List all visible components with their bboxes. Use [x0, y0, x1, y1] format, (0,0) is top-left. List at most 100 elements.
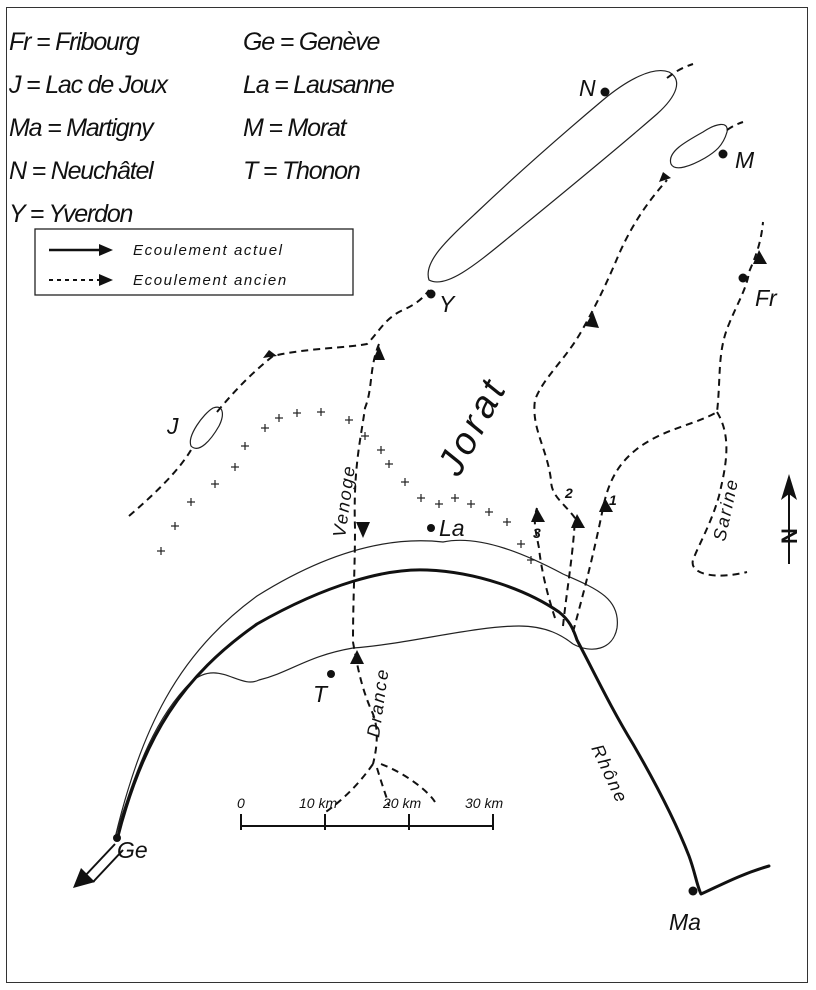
- label-martigny: Ma: [669, 909, 701, 935]
- drance-tributary-center: [376, 767, 390, 807]
- lake-leman-south-shore: [114, 625, 574, 839]
- ancient-flow-venoge: [352, 343, 380, 643]
- cross-mark: [517, 540, 525, 548]
- cross-mark: [157, 547, 165, 555]
- abbreviation-j: J = Lac de Joux: [8, 71, 170, 99]
- ancient-flow-joux-north: [216, 289, 430, 413]
- cross-mark: [345, 416, 353, 424]
- label-fribourg: Fr: [755, 285, 778, 311]
- abbreviation-ma: Ma = Martigny: [9, 114, 155, 142]
- legend: Ecoulement actuel Ecoulement ancien: [34, 228, 354, 296]
- cross-mark: [485, 508, 493, 516]
- arrow-morat-icon: [659, 172, 671, 182]
- drance-tributary-east: [380, 763, 436, 803]
- label-yverdon: Y: [439, 291, 456, 317]
- cross-mark: [385, 460, 393, 468]
- north-label: N: [777, 528, 802, 544]
- rhone-current-flow: [115, 568, 771, 896]
- town-dot-yverdon: [426, 289, 436, 299]
- map-frame: Fr = Fribourg Ge = Genève J = Lac de Jou…: [6, 7, 808, 983]
- ancient-flow-neuchatel-exit: [666, 63, 694, 79]
- scale-tick-20: 20 km: [382, 795, 421, 811]
- north-arrow: N: [777, 474, 802, 564]
- label-channel-2: 2: [564, 485, 573, 501]
- ancient-flow-sarine: [691, 411, 748, 577]
- abbreviation-fr: Fr = Fribourg: [9, 28, 140, 56]
- arrow-venoge-north-icon: [373, 346, 385, 360]
- town-dot-neuchatel: [600, 87, 610, 97]
- legend-solid-arrow-icon: [99, 244, 113, 256]
- cross-mark: [187, 498, 195, 506]
- ancient-flow-drance: [352, 641, 378, 765]
- scale-tick-0: 0: [237, 795, 245, 811]
- arrow-fribourg-icon: [753, 250, 767, 264]
- label-channel-1: 1: [609, 492, 617, 508]
- cross-mark: [451, 494, 459, 502]
- legend-box: [34, 228, 354, 296]
- abbreviation-la: La = Lausanne: [243, 71, 394, 99]
- ancient-flow-channel-2: [533, 179, 668, 627]
- lake-morat: [669, 123, 728, 169]
- cross-mark: [377, 446, 385, 454]
- label-lausanne: La: [439, 515, 465, 541]
- abbreviation-ge: Ge = Genève: [243, 28, 379, 56]
- label-thonon: T: [313, 681, 329, 707]
- lake-leman-north-shore: [114, 539, 618, 839]
- cross-mark: [417, 494, 425, 502]
- arrow-channel-2-north-icon: [585, 312, 599, 328]
- label-lac-de-joux: J: [166, 413, 179, 439]
- cross-mark: [211, 480, 219, 488]
- abbreviation-m: M = Morat: [243, 114, 348, 142]
- cross-mark: [231, 463, 239, 471]
- scale-bar: 0 10 km 20 km 30 km: [237, 795, 503, 830]
- lake-neuchatel: [427, 70, 678, 283]
- label-morat: M: [735, 147, 755, 173]
- scale-tick-30: 30 km: [465, 795, 503, 811]
- cross-mark: [435, 500, 443, 508]
- legend-dashed-arrow-icon: [99, 274, 113, 286]
- cross-mark: [503, 518, 511, 526]
- abbreviation-y: Y = Yverdon: [9, 200, 133, 228]
- ancient-flow-morat-exit: [726, 121, 744, 131]
- arrow-drance-icon: [350, 650, 364, 664]
- town-dot-fribourg: [738, 273, 748, 283]
- moraine-crosses: [157, 408, 535, 564]
- cross-mark: [171, 522, 179, 530]
- cross-mark: [275, 414, 283, 422]
- label-jorat: Jorat: [429, 370, 516, 483]
- cross-mark: [401, 478, 409, 486]
- scale-tick-10: 10 km: [299, 795, 337, 811]
- ancient-flow-channel-1: [572, 221, 764, 633]
- town-dot-geneve: [113, 834, 121, 842]
- cross-mark: [293, 409, 301, 417]
- town-dot-morat: [718, 149, 728, 159]
- town-dot-thonon: [327, 670, 335, 678]
- north-arrow-icon: [781, 474, 797, 500]
- label-channel-3: 3: [533, 525, 541, 541]
- cross-mark: [317, 408, 325, 416]
- lake-joux: [189, 406, 223, 449]
- label-geneve: Ge: [117, 837, 148, 863]
- label-drance: Drance: [363, 666, 393, 738]
- cross-mark: [241, 442, 249, 450]
- legend-current-label: Ecoulement actuel: [133, 242, 284, 259]
- abbreviation-list: Fr = Fribourg Ge = Genève J = Lac de Jou…: [8, 28, 395, 228]
- abbreviation-t: T = Thonon: [243, 157, 360, 185]
- label-rhone: Rhône: [587, 741, 632, 807]
- cross-mark: [467, 500, 475, 508]
- legend-ancient-label: Ecoulement ancien: [133, 272, 288, 289]
- label-neuchatel: N: [579, 75, 596, 101]
- drance-tributary-west: [322, 763, 374, 815]
- cross-mark: [527, 556, 535, 564]
- map-canvas: Fr = Fribourg Ge = Genève J = Lac de Jou…: [8, 28, 802, 935]
- cross-mark: [261, 424, 269, 432]
- arrow-channel-2-icon: [571, 514, 585, 528]
- arrow-venoge-south-icon: [356, 522, 370, 538]
- arrow-joux-icon: [263, 350, 277, 358]
- geneva-outflow-arrow-icon: [73, 843, 124, 888]
- town-dot-lausanne: [427, 524, 435, 532]
- town-dot-martigny: [688, 886, 698, 896]
- ancient-flow-joux-yverdon: [128, 449, 192, 517]
- cross-mark: [361, 432, 369, 440]
- arrow-channel-1-icon: [599, 498, 613, 512]
